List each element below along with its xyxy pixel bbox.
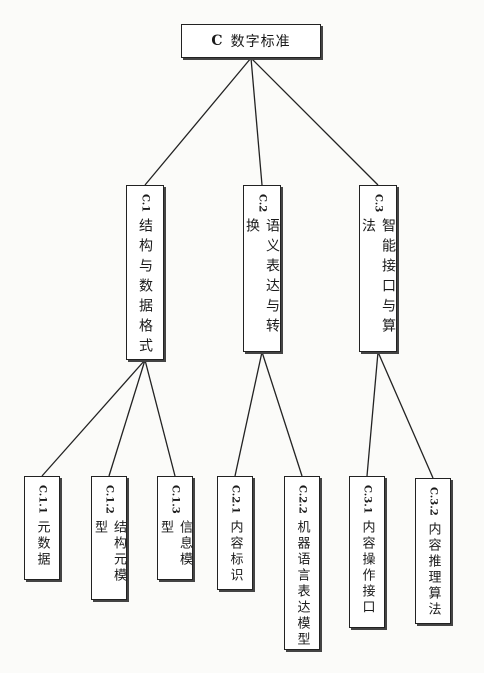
connector-c3-c31 — [366, 351, 379, 477]
root-node: C 数字标准 — [181, 24, 321, 58]
connector-c1-c13 — [144, 359, 176, 477]
node-c32-code: C.3.2 — [427, 487, 439, 516]
node-c13: C.1.3 信息模型 — [157, 476, 193, 580]
node-c1-code: C.1 — [139, 194, 151, 213]
connector-root-c2 — [250, 57, 263, 186]
node-c21-label: 内容标识 — [227, 519, 243, 584]
node-c2-label: 语义表达与转换 — [244, 218, 280, 339]
node-c2: C.2 语义表达与转换 — [243, 185, 281, 352]
node-c22-label: 机器语言表达模型 — [294, 519, 310, 648]
node-c13-code: C.1.3 — [169, 485, 181, 514]
node-c12-code: C.1.2 — [103, 485, 115, 514]
node-c11: C.1.1 元数据 — [24, 476, 60, 580]
node-c2-code: C.2 — [256, 194, 268, 213]
node-c1-label: 结构与数据格式 — [137, 218, 153, 359]
node-c22: C.2.2 机器语言表达模型 — [284, 476, 320, 650]
node-c32: C.3.2 内容推理算法 — [415, 478, 451, 624]
node-c31: C.3.1 内容操作接口 — [349, 476, 385, 628]
connector-c2-c22 — [261, 351, 303, 477]
node-c12: C.1.2 结构元模型 — [91, 476, 127, 600]
node-c21-code: C.2.1 — [229, 485, 241, 514]
node-c3-label: 智能接口与算法 — [360, 218, 396, 339]
node-c3-code: C.3 — [372, 194, 384, 213]
connector-root-c3 — [250, 57, 379, 186]
root-code: C — [211, 33, 224, 49]
node-c1: C.1 结构与数据格式 — [126, 185, 164, 360]
node-c11-code: C.1.1 — [36, 485, 48, 514]
node-c32-label: 内容推理算法 — [425, 521, 441, 618]
connector-root-c1 — [144, 57, 252, 186]
node-c21: C.2.1 内容标识 — [217, 476, 253, 590]
connector-c2-c21 — [234, 351, 263, 477]
node-c22-code: C.2.2 — [296, 485, 308, 514]
node-c11-label: 元数据 — [34, 519, 50, 568]
node-c13-label: 信息模型 — [158, 519, 192, 568]
node-c31-code: C.3.1 — [361, 485, 373, 514]
node-c12-label: 结构元模型 — [92, 519, 126, 584]
node-c31-label: 内容操作接口 — [359, 519, 375, 616]
connector-c1-c12 — [108, 359, 146, 477]
connector-c1-c11 — [41, 359, 146, 477]
connector-c3-c32 — [377, 351, 434, 479]
node-c3: C.3 智能接口与算法 — [359, 185, 397, 352]
root-label: 数字标准 — [230, 34, 291, 50]
